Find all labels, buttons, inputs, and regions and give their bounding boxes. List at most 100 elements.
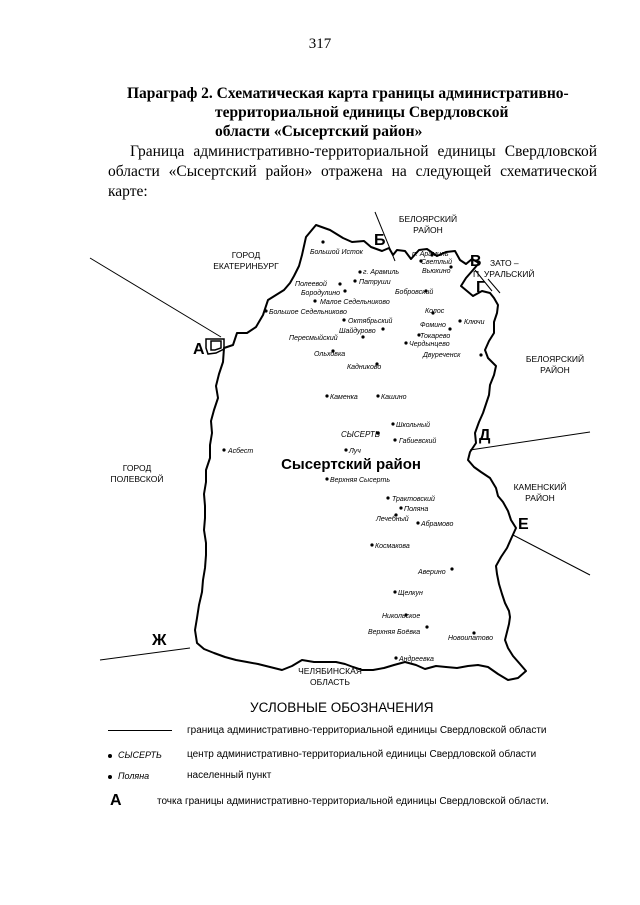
settlement-marker: Токарево <box>417 333 450 340</box>
boundary-line-polevskoy-chelyabinsk <box>99 647 191 661</box>
settlement-dot-icon <box>450 567 454 571</box>
settlement-dot-icon <box>479 353 483 357</box>
settlement-dot-icon <box>381 327 385 331</box>
settlement-label: Луч <box>348 448 361 455</box>
legend-boundary-line-sample <box>108 730 172 731</box>
settlement-marker: Большой Исток <box>310 240 364 256</box>
settlement-marker: Пересмыйский <box>289 334 365 342</box>
settlement-dot-icon <box>425 625 429 629</box>
settlement-marker: Фомино <box>420 322 452 331</box>
external-boundary-lines <box>89 211 591 661</box>
settlement-dot-icon <box>331 349 335 353</box>
settlement-label: Поляна <box>404 506 428 513</box>
settlement-marker: Бородулино <box>301 289 347 297</box>
settlement-marker: Шайдурово <box>339 327 385 335</box>
heading-line-3: области «Сысертский район» <box>215 123 423 140</box>
settlement-label: Новоипатово <box>448 635 493 642</box>
settlement-marker: Новоипатово <box>448 631 493 642</box>
boundary-point-d: Д <box>479 427 491 444</box>
settlement-dot-icon <box>222 448 226 452</box>
legend-text-point: точка границы административно-территориа… <box>157 796 549 807</box>
settlement-label: Верхняя Сысерть <box>330 477 390 484</box>
settlement-dot-icon <box>449 265 453 269</box>
settlement-dot-icon <box>343 289 347 293</box>
settlement-label: Двуреченск <box>422 352 461 359</box>
settlement-dot-icon <box>342 318 346 322</box>
settlement-marker: Трактовский <box>386 495 435 503</box>
settlement-label: Каменка <box>330 394 358 401</box>
settlement-dot-icon <box>391 422 395 426</box>
legend-title: УСЛОВНЫЕ ОБОЗНАЧЕНИЯ <box>250 700 434 715</box>
settlement-label: Габиевский <box>399 437 436 445</box>
district-boundary <box>194 224 527 681</box>
settlement-dot-icon <box>458 319 462 323</box>
settlement-dot-icon <box>430 253 434 257</box>
settlement-dot-icon <box>376 394 380 398</box>
settlement-dot-icon <box>325 394 329 398</box>
settlement-marker: Верхняя Боёвка <box>368 625 429 636</box>
settlement-dot-icon <box>394 513 398 517</box>
settlement-marker: Никольское <box>382 613 420 620</box>
settlement-label: п. Арамиль <box>412 251 449 258</box>
section-heading: Параграф 2. Схематическая карта границы … <box>127 84 587 141</box>
settlement-label: Ольховка <box>314 351 345 358</box>
settlement-dot-icon <box>448 327 452 331</box>
settlement-dot-icon <box>375 362 379 366</box>
settlement-label: Асбест <box>227 447 253 455</box>
settlement-marker: п. Арамиль <box>412 251 449 258</box>
boundary-line-uralsky-lower <box>487 278 501 294</box>
settlement-label: Чердынцево <box>409 340 450 348</box>
settlement-label: Андреевка <box>398 655 434 663</box>
settlement-dot-icon <box>386 496 390 500</box>
boundary-line-uralsky-upper <box>474 269 493 292</box>
settlement-marker: Кадниково <box>347 362 381 371</box>
neighbor-label-uralsky: ЗАТО –П. УРАЛЬСКИЙ <box>473 258 534 279</box>
settlement-dot-icon <box>370 543 374 547</box>
legend-sample-center: СЫСЕРТЬ <box>108 750 162 760</box>
center-marker: СЫСЕРТЬ <box>341 430 380 439</box>
settlement-marker: Щелкун <box>393 590 423 597</box>
settlement-marker: Школьный <box>391 421 430 429</box>
settlement-dot-icon <box>419 259 423 263</box>
settlement-label: Шайдурово <box>339 327 376 335</box>
settlement-dot-icon <box>431 311 435 315</box>
settlement-marker: Бобровский <box>395 288 433 296</box>
settlement-marker: Каменка <box>325 394 358 401</box>
settlement-marker: Полеевой <box>295 280 342 288</box>
settlement-dot-icon <box>321 240 325 244</box>
settlement-dot-icon <box>416 521 420 525</box>
legend-text-center: центр административно-территориальной ед… <box>187 749 537 760</box>
boundary-point-v: В <box>470 253 482 270</box>
settlement-dot-icon <box>393 438 397 442</box>
settlement-marker: Двуреченск <box>422 352 483 359</box>
settlement-dot-icon <box>417 333 421 337</box>
settlement-marker: Габиевский <box>393 437 436 445</box>
settlement-marker: Кашино <box>376 394 407 401</box>
district-name-label: Сысертский район <box>281 456 421 473</box>
center-dot-icon <box>376 431 380 435</box>
boundary-line-ekaterinburg-polevskoy <box>89 257 222 338</box>
settlement-label: Патруши <box>359 279 391 286</box>
settlement-label: Никольское <box>382 613 420 620</box>
boundary-point-g: Г <box>476 279 485 296</box>
settlement-dot-icon <box>393 590 397 594</box>
intro-paragraph: Граница административно-территориальной … <box>108 142 597 202</box>
settlement-dot-icon <box>361 335 365 339</box>
settlement-dot-icon <box>424 289 428 293</box>
settlement-marker: Большое Седельниково <box>264 308 347 316</box>
settlement-label: Токарево <box>420 333 450 340</box>
settlement-marker: Чердынцево <box>404 340 450 348</box>
settlement-dot-icon <box>338 282 342 286</box>
settlement-marker: Луч <box>344 448 361 455</box>
settlement-label: Пересмыйский <box>289 334 338 342</box>
settlement-marker: Андреевка <box>394 655 434 663</box>
settlement-marker: Ольховка <box>314 349 345 358</box>
settlement-marker: Асбест <box>222 447 253 455</box>
legend-sample-settlement: Поляна <box>108 771 149 781</box>
